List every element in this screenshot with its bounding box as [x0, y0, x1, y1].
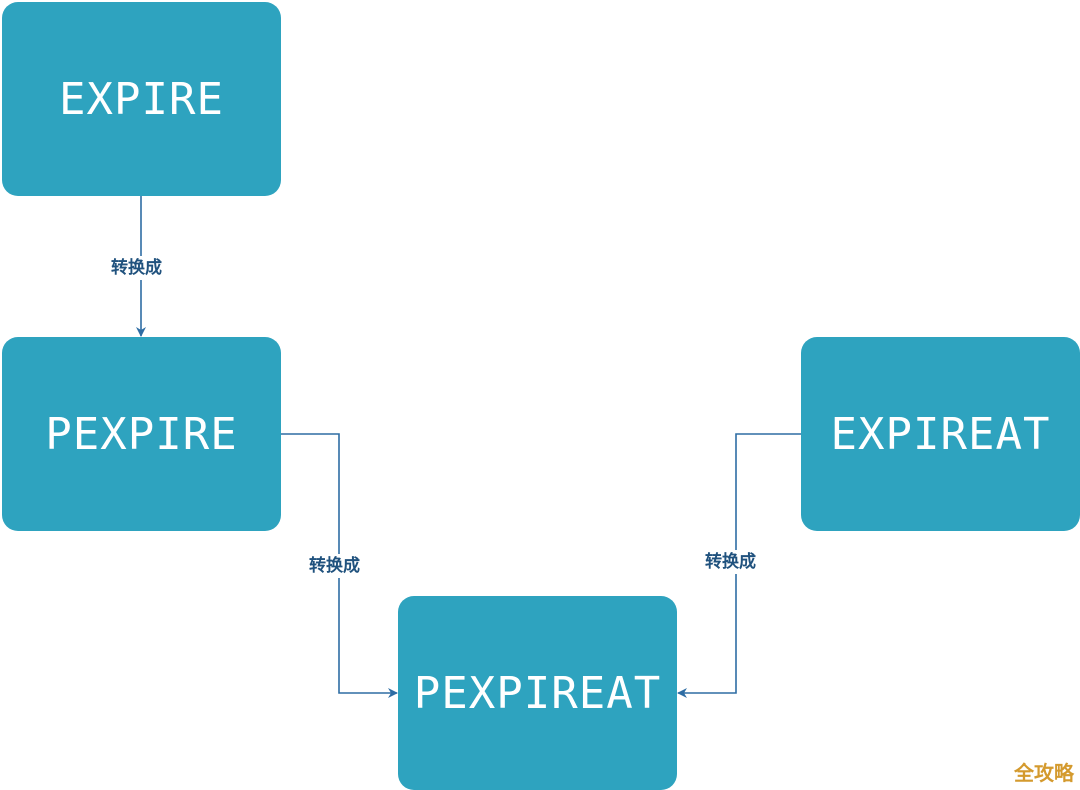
node-expire: EXPIRE — [2, 2, 281, 196]
node-expire-label: EXPIRE — [59, 73, 224, 125]
node-expireat-label: EXPIREAT — [830, 408, 1051, 460]
node-pexpire: PEXPIRE — [2, 337, 281, 531]
edge-label-expireat-to-pexpireat: 转换成 — [704, 550, 757, 574]
node-expireat: EXPIREAT — [801, 337, 1080, 531]
node-pexpireat-label: PEXPIREAT — [413, 667, 662, 719]
node-pexpire-label: PEXPIRE — [45, 408, 238, 460]
watermark-logo: 全攻略 — [1014, 761, 1074, 785]
edge-label-expire-to-pexpire: 转换成 — [110, 256, 163, 280]
node-pexpireat: PEXPIREAT — [398, 596, 677, 790]
edge-label-pexpire-to-pexpireat: 转换成 — [308, 554, 361, 578]
